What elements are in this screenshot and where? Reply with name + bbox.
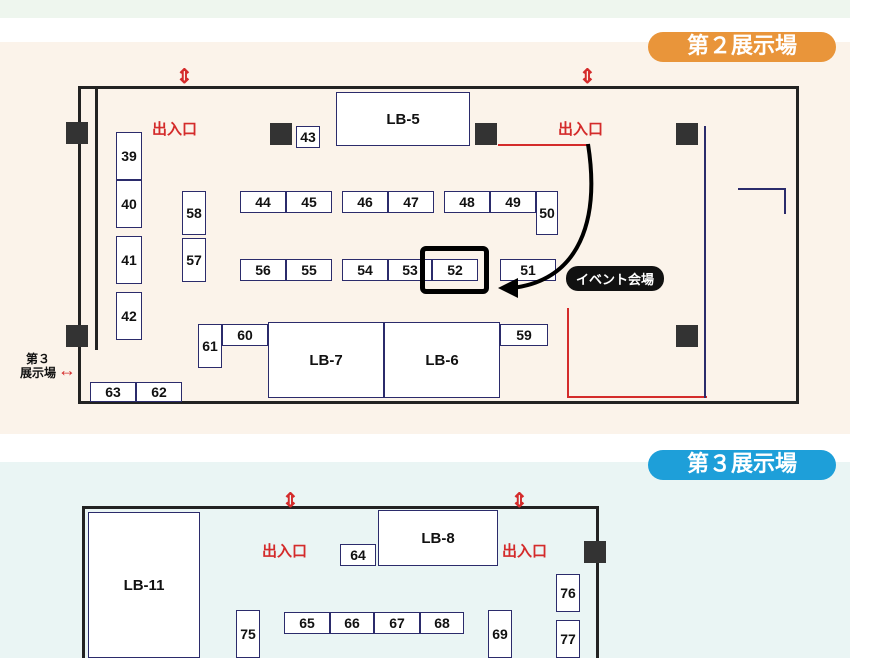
red-partition — [567, 396, 707, 398]
event-venue-label: イベント会場 — [566, 266, 665, 291]
booth-44[interactable]: 44 — [240, 191, 286, 213]
red-partition — [498, 144, 588, 146]
pillar — [66, 122, 88, 144]
event-area-wall — [704, 126, 706, 398]
inner-west-wall — [95, 88, 98, 350]
booth-47[interactable]: 47 — [388, 191, 434, 213]
booth-57[interactable]: 57 — [182, 238, 206, 282]
booth-67[interactable]: 67 — [374, 612, 420, 634]
booth-62[interactable]: 62 — [136, 382, 182, 402]
hall-3-badge: 第３展示場 — [648, 450, 836, 480]
booth-77[interactable]: 77 — [556, 620, 580, 658]
booth-68[interactable]: 68 — [420, 612, 464, 634]
exit-label-right: 出入口 — [502, 543, 548, 560]
booth-43[interactable]: 43 — [296, 126, 320, 148]
exit-label-left: 出入口 — [152, 121, 198, 138]
booth-48[interactable]: 48 — [444, 191, 490, 213]
pillar — [475, 123, 497, 145]
pillar — [584, 541, 606, 563]
side-label-line1: 第３ — [25, 352, 50, 366]
hall-3-arrow-icon: ↔ — [58, 360, 76, 380]
pillar — [270, 123, 292, 145]
booth-51[interactable]: 51 — [500, 259, 556, 281]
exit-label-right: 出入口 — [558, 121, 604, 138]
pillar — [676, 123, 698, 145]
booth-49[interactable]: 49 — [490, 191, 536, 213]
booth-52[interactable]: 52 — [432, 259, 478, 281]
booth-58[interactable]: 58 — [182, 191, 206, 235]
booth-56[interactable]: 56 — [240, 259, 286, 281]
pillar — [676, 325, 698, 347]
exit-label-left: 出入口 — [262, 543, 308, 560]
event-area-wall — [784, 188, 786, 214]
booth-76[interactable]: 76 — [556, 574, 580, 612]
booth-46[interactable]: 46 — [342, 191, 388, 213]
booth-55[interactable]: 55 — [286, 259, 332, 281]
booth-65[interactable]: 65 — [284, 612, 330, 634]
east-wall — [796, 86, 799, 404]
highlight-box — [420, 246, 489, 294]
booth-40[interactable]: 40 — [116, 180, 142, 228]
booth-59[interactable]: 59 — [500, 324, 548, 346]
exit-arrow-left-icon: ⇕ — [282, 490, 299, 512]
booth-64[interactable]: 64 — [340, 544, 376, 566]
red-partition — [567, 308, 569, 398]
booth-69[interactable]: 69 — [488, 610, 512, 658]
booth-75[interactable]: 75 — [236, 610, 260, 658]
west-wall — [82, 506, 85, 658]
booth-45[interactable]: 45 — [286, 191, 332, 213]
booth-39[interactable]: 39 — [116, 132, 142, 180]
exit-arrow-right-icon: ⇕ — [511, 490, 528, 512]
booth-lb-8[interactable]: LB-8 — [378, 510, 498, 566]
event-area-wall — [738, 188, 786, 190]
booth-lb-7[interactable]: LB-7 — [268, 322, 384, 398]
event-route-arrow-icon — [498, 143, 594, 298]
booth-lb-6[interactable]: LB-6 — [384, 322, 500, 398]
booth-lb-5[interactable]: LB-5 — [336, 92, 470, 146]
side-label-line2: 展示場 — [19, 366, 56, 380]
booth-42[interactable]: 42 — [116, 292, 142, 340]
south-wall — [78, 401, 798, 404]
exit-arrow-right-icon: ⇕ — [579, 66, 596, 88]
booth-63[interactable]: 63 — [90, 382, 136, 402]
exit-arrow-left-icon: ⇕ — [176, 66, 193, 88]
pillar — [66, 325, 88, 347]
west-wall — [78, 86, 81, 404]
north-wall — [82, 506, 598, 509]
booth-50[interactable]: 50 — [536, 191, 558, 235]
booth-61[interactable]: 61 — [198, 324, 222, 368]
booth-66[interactable]: 66 — [330, 612, 374, 634]
previous-hall-band — [0, 0, 850, 18]
booth-lb-11[interactable]: LB-11 — [88, 512, 200, 658]
booth-41[interactable]: 41 — [116, 236, 142, 284]
north-wall — [78, 86, 798, 89]
hall-3-direction-label: 第３ 展示場 — [14, 352, 62, 380]
booth-60[interactable]: 60 — [222, 324, 268, 346]
east-wall — [596, 506, 599, 658]
hall-2-badge: 第２展示場 — [648, 32, 836, 62]
booth-54[interactable]: 54 — [342, 259, 388, 281]
